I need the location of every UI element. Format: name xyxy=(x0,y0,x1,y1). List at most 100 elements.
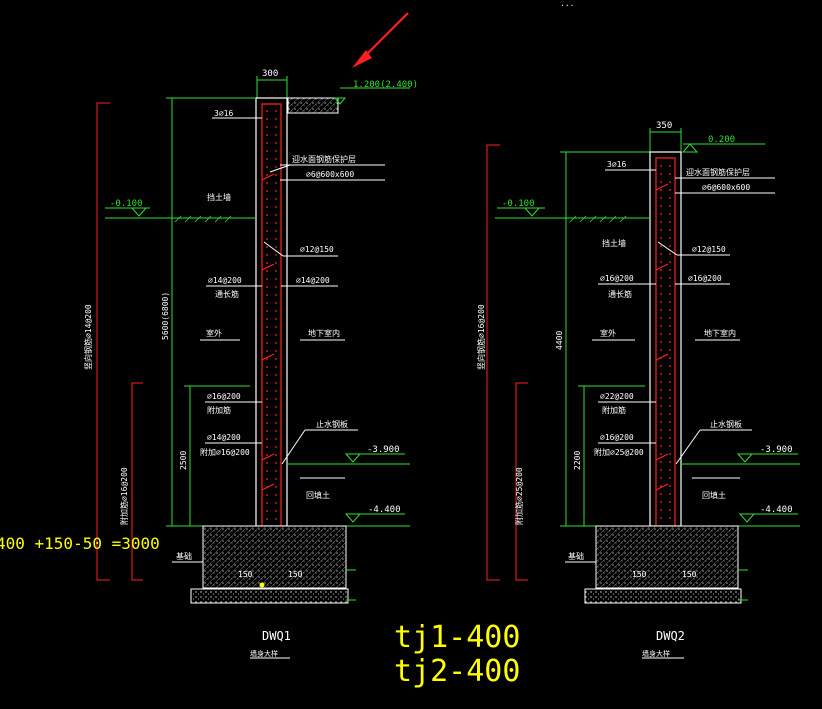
dwq2-lower-bars-1-leader: ⌀22@200 附加筋 xyxy=(598,392,656,415)
dwq2-ground-line: -0.100 xyxy=(495,199,650,223)
dwq2-name: DWQ2 xyxy=(656,629,685,643)
yellow-marker-icon xyxy=(259,582,265,588)
dwq2-waterstop-leader: 止水钢板 xyxy=(675,419,752,465)
dwq2-caption: 墙身大样 xyxy=(642,649,670,658)
dwq2-top-bars: 3⌀16 xyxy=(607,160,626,169)
dwq1-wall xyxy=(255,97,288,527)
dwq2-height-dimensions: 4400 2200 xyxy=(555,151,650,527)
dwq1-ground-level: -0.100 xyxy=(110,199,143,209)
dwq1-footing xyxy=(202,525,347,589)
dwq1-vertical-bars-right-leader: ⌀14@200 xyxy=(281,276,338,287)
dwq2-backfill: 回填土 xyxy=(680,477,740,526)
dwq1-retaining-label: 挡土墙 xyxy=(207,192,231,202)
dwq1-waterstop-label: 止水钢板 xyxy=(316,419,348,429)
dwq1-horizontal-bars: ⌀12@150 xyxy=(300,245,334,254)
red-arrow-icon xyxy=(352,12,409,68)
dwq2-horizontal-bars-leader: ⌀12@150 xyxy=(657,241,730,256)
dwq2-dim-left-outer: 竖向钢筋⌀16@200 xyxy=(476,304,486,370)
dwq1-backfill: 回填土 xyxy=(286,477,345,526)
detail-dwq2: 竖向钢筋⌀16@200 附加筋⌀25@200 4400 2200 350 0.2… xyxy=(476,121,800,659)
dwq1-ground-line: -0.100 xyxy=(105,199,256,223)
dwq2-height-lower: 2200 xyxy=(573,451,582,470)
dwq2-top-bars-leader: 3⌀16 xyxy=(605,160,656,171)
dwq2-thickness-dimension: 350 xyxy=(649,121,682,152)
dwq1-lower-bars-1-leader: ⌀16@200 附加筋 xyxy=(205,392,262,415)
dwq1-caption: 墙身大样 xyxy=(250,649,278,658)
dwq2-vertical-bars-right-leader: ⌀16@200 xyxy=(675,274,730,285)
dwq1-dim-left-outer: 竖向钢筋⌀14@200 xyxy=(83,304,93,370)
dwq1-distribution-note: 迎水面钢筋保护层 xyxy=(292,154,356,164)
dwq2-top-level: 0.200 xyxy=(708,135,735,145)
dwq2-distribution-leader: 迎水面钢筋保护层 ⌀6@600x600 xyxy=(675,167,775,194)
dwq1-left-dimension: 竖向钢筋⌀14@200 附加筋⌀16@200 xyxy=(83,102,143,581)
dwq2-footing xyxy=(595,525,739,589)
dwq1-foot-right: 150 xyxy=(288,570,303,579)
dwq2-level-bottom-marker: -4.400 xyxy=(681,505,800,527)
dwq1-rebar xyxy=(250,103,296,586)
dwq1-horizontal-bars-leader: ⌀12@150 xyxy=(263,241,338,257)
dwq2-outer-label: 室外 xyxy=(600,328,616,338)
dwq2-lower-bars-2-leader: ⌀16@200 附加⌀25@200 xyxy=(594,433,656,457)
dwq1-top-slab xyxy=(287,97,339,114)
dwq1-lower-bars-1: ⌀16@200 xyxy=(207,392,241,401)
dwq2-wall xyxy=(649,151,682,527)
header-text: ... xyxy=(560,0,574,8)
dwq2-level-bottom: -4.400 xyxy=(760,505,793,515)
dwq2-footing-label: 基础 xyxy=(568,551,584,561)
dwq2-lower-bars-3: 附加⌀25@200 xyxy=(594,447,644,457)
formula-annotation: 400 +150-50 =3000 xyxy=(0,534,160,553)
dwq1-vertical-bars-left-leader: ⌀14@200 通长筋 xyxy=(206,276,262,299)
dwq1-distribution-spec: ⌀6@600x600 xyxy=(306,170,354,179)
dwq2-distribution-spec: ⌀6@600x600 xyxy=(702,183,750,192)
dwq1-lower-bars-3: 附加⌀16@200 xyxy=(200,447,250,457)
dwq2-lower-bars-1: ⌀22@200 xyxy=(600,392,634,401)
dwq2-backfill-label: 回填土 xyxy=(702,490,726,500)
tj2-annotation: tj2-400 xyxy=(394,654,520,689)
dwq2-level-mid: -3.900 xyxy=(760,445,793,455)
dwq2-retaining-label: 挡土墙 xyxy=(602,238,626,248)
dwq1-outer-label: 室外 xyxy=(206,328,222,338)
dwq2-thickness: 350 xyxy=(656,121,672,131)
dwq1-footing-label: 基础 xyxy=(176,551,192,561)
dwq1-height-total: 5600(6800) xyxy=(161,292,170,340)
dwq1-level-bottom-marker: -4.400 xyxy=(287,505,410,527)
dwq1-level-bottom: -4.400 xyxy=(368,505,401,515)
dwq2-left-dimension: 竖向钢筋⌀16@200 附加筋⌀25@200 xyxy=(476,144,528,581)
dwq1-vertical-bars-left-note: 通长筋 xyxy=(215,289,239,299)
dwq1-vertical-bars-right: ⌀14@200 xyxy=(296,276,330,285)
dwq2-vertical-bars-right: ⌀16@200 xyxy=(688,274,722,283)
dwq1-foot-left: 150 xyxy=(238,570,253,579)
dwq2-dim-left-inner: 附加筋⌀25@200 xyxy=(514,467,524,525)
dwq1-waterstop-leader: 止水钢板 xyxy=(281,419,358,465)
dwq1-outer-inner-labels: 室外 地下室内 xyxy=(200,328,345,341)
dwq2-distribution-note: 迎水面钢筋保护层 xyxy=(686,167,750,177)
dwq1-vertical-bars-left: ⌀14@200 xyxy=(208,276,242,285)
dwq1-level-mid: -3.900 xyxy=(367,445,400,455)
dwq1-thickness: 300 xyxy=(262,69,278,79)
dwq1-height-lower: 2500 xyxy=(179,451,188,470)
dwq1-name: DWQ1 xyxy=(262,629,291,643)
dwq2-vertical-bars-left-note: 通长筋 xyxy=(608,289,632,299)
dwq1-thickness-dimension: 300 xyxy=(256,69,288,98)
dwq2-vertical-bars-left-leader: ⌀16@200 通长筋 xyxy=(598,274,656,299)
dwq1-dim-left-inner: 附加筋⌀16@200 xyxy=(119,467,129,525)
dwq2-lower-bars-2: ⌀16@200 xyxy=(600,433,634,442)
detail-dwq1: 竖向钢筋⌀14@200 附加筋⌀16@200 5600(6800) 2500 3… xyxy=(83,69,418,659)
dwq1-lower-bars-1-note: 附加筋 xyxy=(207,405,231,415)
dwq1-lower-bars-2-leader: ⌀14@200 附加⌀16@200 xyxy=(200,433,262,457)
dwq2-level-mid-marker: -3.900 xyxy=(681,445,800,465)
dwq2-ground-level: -0.100 xyxy=(502,199,535,209)
dwq2-waterstop-label: 止水钢板 xyxy=(710,419,742,429)
dwq2-top-level-marker: 0.200 xyxy=(681,135,765,153)
dwq2-horizontal-bars: ⌀12@150 xyxy=(692,245,726,254)
dwq1-level-mid-marker: -3.900 xyxy=(287,445,410,465)
dwq1-top-level-marker: 1.200(2.400) xyxy=(333,80,418,105)
dwq2-rebar xyxy=(645,157,690,586)
dwq1-top-bars-leader: 3⌀16 xyxy=(212,109,262,119)
dwq2-foot-right: 150 xyxy=(682,570,697,579)
dwq2-inner-label: 地下室内 xyxy=(704,328,736,338)
dwq1-top-bars: 3⌀16 xyxy=(214,109,233,118)
dwq1-top-level: 1.200(2.400) xyxy=(353,80,418,90)
dwq2-foot-left: 150 xyxy=(632,570,647,579)
dwq2-lower-bars-1-note: 附加筋 xyxy=(602,405,626,415)
